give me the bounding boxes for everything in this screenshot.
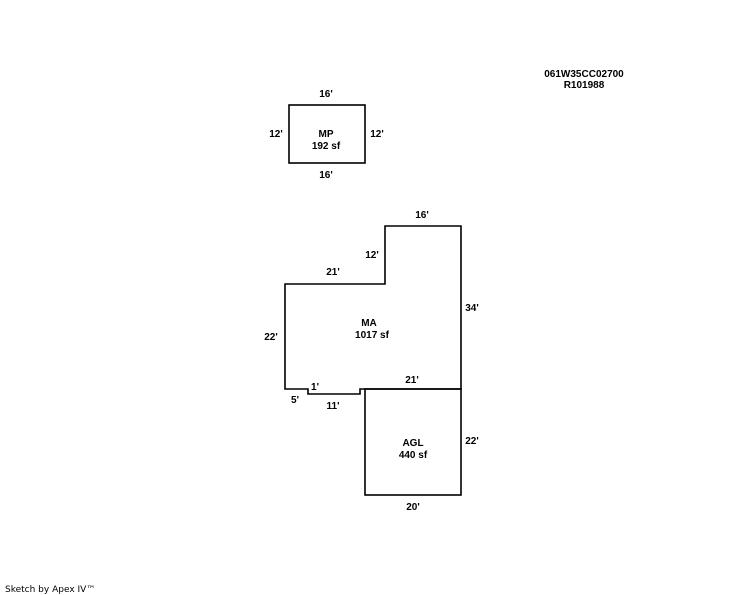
- agl-bottom-dimension: 20': [406, 502, 420, 513]
- agl-room-name: AGL: [402, 438, 423, 449]
- parcel-id: 061W35CC02700: [544, 69, 624, 80]
- ma-room-area: 1017 sf: [355, 330, 390, 341]
- ma-left-dimension: 22': [264, 332, 278, 343]
- ma-room-name: MA: [361, 318, 377, 329]
- mp-left-dimension: 12': [269, 129, 283, 140]
- software-credit: Sketch by Apex IV™: [5, 585, 95, 595]
- agl-right-dimension: 22': [465, 436, 479, 447]
- ma-lower-dimension: 11': [327, 401, 340, 412]
- agl-room-area: 440 sf: [399, 450, 428, 461]
- mp-room-name: MP: [319, 129, 334, 140]
- ma-top-dimension: 16': [415, 210, 429, 221]
- ma-shared-dimension: 21': [405, 375, 419, 386]
- ma-jog-dimension: 1': [311, 382, 319, 393]
- ma-step-dimension: 12': [365, 250, 379, 261]
- mp-right-dimension: 12': [370, 129, 384, 140]
- ma-room-outline: [284, 225, 462, 395]
- ma-notch-dimension: 5': [291, 395, 299, 406]
- ma-upper-dimension: 21': [326, 267, 340, 278]
- ma-right-dimension: 34': [465, 303, 479, 314]
- mp-top-dimension: 16': [319, 89, 333, 100]
- account-number: R101988: [564, 80, 605, 91]
- mp-room-outline: [288, 104, 366, 164]
- mp-bottom-dimension: 16': [319, 170, 333, 181]
- mp-room-area: 192 sf: [312, 141, 341, 152]
- agl-room-outline: [364, 388, 462, 496]
